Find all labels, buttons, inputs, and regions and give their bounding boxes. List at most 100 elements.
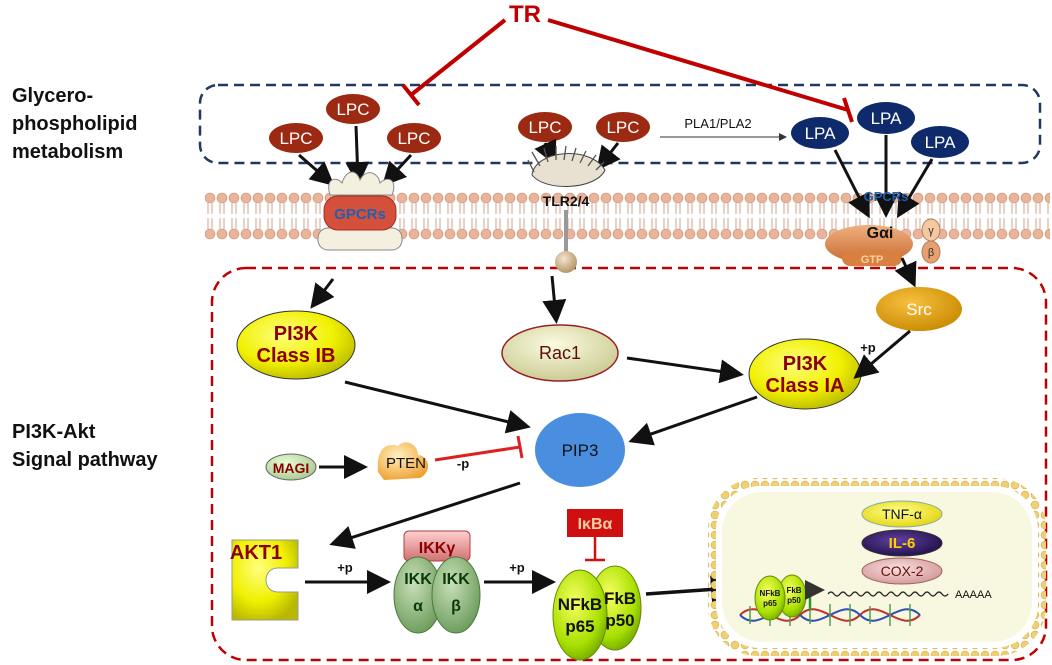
svg-text:Src: Src [906, 300, 932, 319]
svg-text:Class IB: Class IB [257, 345, 336, 367]
tlr-receptor: TLR2/4 [527, 145, 606, 273]
tr-inhibit-bar-left [401, 83, 421, 107]
pla-label: PLA1/PLA2 [684, 116, 751, 131]
ikba-node: IκBα [567, 509, 623, 537]
ikk-complex: IKKγ IKK α IKK β [393, 530, 481, 634]
svg-text:LPC: LPC [397, 129, 430, 148]
arrow-lpc-gpcr-1 [345, 125, 370, 186]
arrow-lpc-gpcr-3 [381, 153, 413, 187]
svg-text:IL-6: IL-6 [889, 535, 916, 552]
svg-text:LPC: LPC [336, 100, 369, 119]
svg-text:GPCRs: GPCRs [864, 189, 909, 204]
svg-text:LPA: LPA [871, 109, 903, 128]
arrow-src-pi3kia [853, 329, 911, 379]
svg-text:LPC: LPC [606, 118, 639, 137]
tnf-node: TNF-α [861, 500, 943, 528]
svg-text:TLR2/4: TLR2/4 [543, 193, 590, 209]
svg-text:NFkB: NFkB [760, 589, 781, 598]
arrow-pip3-akt1 [329, 481, 521, 549]
akt1-node: AKT1 [230, 539, 299, 621]
svg-text:IKK: IKK [442, 571, 470, 588]
arrow-lpa-gai-3 [896, 158, 934, 219]
plus-p-akt: +p [337, 560, 353, 575]
pten-inhibit-line [434, 445, 521, 462]
svg-text:γ: γ [928, 225, 934, 237]
tr-inhibit-bar-right [842, 97, 854, 123]
lpc-node-2: LPC [269, 123, 323, 153]
gpcrs-receptor-left: GPCRs [317, 171, 403, 251]
pi3k-class-ia-node: PI3K Class IA [748, 338, 862, 410]
pten-node: PTEN [377, 442, 429, 480]
gai-complex: GPCRs GTP Gαi γ β [825, 189, 941, 266]
lpc-node-1: LPC [326, 94, 380, 124]
lpa-node-3: LPA [911, 126, 969, 158]
arrow-rac1-pi3kia [626, 356, 744, 384]
svg-text:MAGI: MAGI [273, 460, 310, 476]
nfkb-complex: NFkB p65 FkB p50 [552, 565, 642, 661]
cox2-node: COX-2 [861, 557, 943, 585]
magi-node: MAGI [265, 453, 317, 481]
svg-text:IKK: IKK [404, 571, 432, 588]
cytoplasm-box [210, 266, 1048, 662]
svg-text:PIP3: PIP3 [562, 441, 599, 460]
arrow-gpcr-pi3kib [310, 278, 335, 309]
arrow-gai-src [894, 257, 917, 288]
svg-text:Gαi: Gαi [867, 225, 894, 242]
svg-text:LPC: LPC [528, 118, 561, 137]
src-node: Src [876, 287, 962, 331]
lpa-node-1: LPA [791, 117, 849, 149]
pi3k-class-ib-node: PI3K Class IB [236, 310, 356, 380]
svg-text:p65: p65 [763, 599, 777, 608]
side-label-glycero-2: phospholipid [12, 113, 138, 135]
svg-text:IKKγ: IKKγ [419, 540, 456, 557]
side-label-glycero-1: Glycero- [12, 85, 93, 107]
side-label-pi3k-2: Signal pathway [12, 449, 158, 471]
svg-text:LPA: LPA [925, 133, 957, 152]
il6-node: IL-6 [861, 529, 943, 557]
arrow-tlr-rac1 [542, 275, 567, 324]
svg-text:Rac1: Rac1 [539, 343, 581, 363]
svg-text:LPA: LPA [805, 124, 837, 143]
tr-label: TR [509, 1, 541, 28]
plus-p-src: +p [860, 340, 876, 355]
lpc-node-5: LPC [596, 112, 650, 142]
plus-p-ikk: +p [509, 560, 525, 575]
arrow-lpc-gpcr-2 [298, 153, 335, 186]
arrow-lpa-gai-1 [833, 149, 870, 219]
svg-text:p50: p50 [605, 611, 634, 630]
svg-text:NFkB: NFkB [558, 595, 602, 614]
svg-text:PI3K: PI3K [274, 323, 319, 345]
nfkb-small-complex: NFkB p65 FkB p50 [754, 574, 807, 621]
svg-text:α: α [413, 598, 423, 615]
polya-label: AAAAA [955, 589, 992, 601]
pip3-node: PIP3 [535, 413, 625, 487]
side-label-pi3k-1: PI3K-Akt [12, 421, 96, 443]
promoter-arrow [805, 580, 825, 610]
minus-p-label: -p [457, 456, 469, 471]
svg-text:PTEN: PTEN [386, 455, 426, 472]
svg-text:Class IA: Class IA [766, 375, 845, 397]
svg-text:IκBα: IκBα [578, 516, 613, 533]
lpc-node-3: LPC [387, 123, 441, 153]
lpc-node-4: LPC [518, 112, 572, 142]
svg-text:PI3K: PI3K [783, 353, 828, 375]
pten-inhibit-bar [516, 435, 524, 459]
svg-text:GPCRs: GPCRs [334, 206, 386, 223]
rac1-node: Rac1 [501, 324, 619, 382]
tr-inhibit-line-left [409, 18, 507, 97]
svg-text:β: β [451, 598, 461, 615]
svg-text:GTP: GTP [861, 254, 884, 266]
svg-text:β: β [928, 247, 934, 259]
svg-text:COX-2: COX-2 [881, 563, 924, 579]
svg-text:FkB: FkB [604, 589, 636, 608]
side-label-glycero-3: metabolism [12, 141, 123, 163]
svg-text:p50: p50 [787, 596, 801, 605]
arrow-pi3kia-pip3 [628, 395, 758, 446]
svg-text:AKT1: AKT1 [230, 542, 282, 564]
tr-inhibit-line-right [547, 18, 849, 112]
arrow-pi3kib-pip3 [344, 380, 531, 434]
svg-text:TNF-α: TNF-α [882, 506, 922, 522]
mrna-strand [827, 591, 949, 597]
